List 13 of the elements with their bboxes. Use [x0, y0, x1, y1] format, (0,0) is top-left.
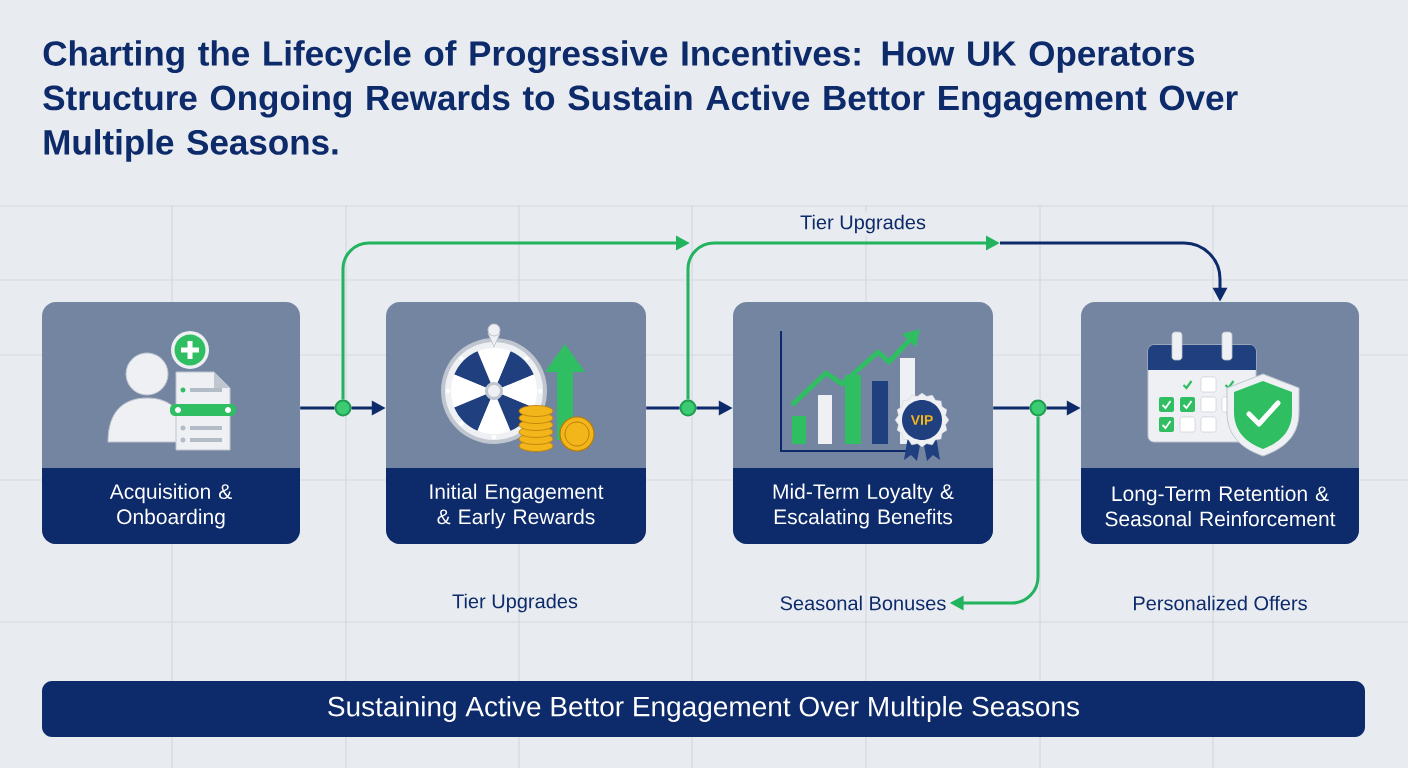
- connector-line: [300, 406, 335, 410]
- junction-dot: [679, 399, 697, 417]
- edge-label: Tier Upgrades: [798, 212, 928, 236]
- vip-badge: VIP: [894, 392, 950, 461]
- text-label: Personalized Offers: [1134, 595, 1307, 611]
- summary-banner: Sustaining Active Bettor Engagement Over Multiple Seasons: [42, 681, 1365, 737]
- text-label: Tier Upgrades: [452, 593, 578, 613]
- connector-line: [646, 406, 680, 410]
- flow-label: Seasonal Bonuses: [780, 595, 946, 611]
- title: Charting the Lifecycle of Progressive Incentives: How UK Operators Structure Ongoing Rewards to Sustain Active Bettor Engagement Over Multiple Seasons.: [43, 40, 1238, 162]
- junction-dot: [334, 399, 352, 417]
- connector-line: [993, 406, 1030, 410]
- junction-dot: [1029, 399, 1047, 417]
